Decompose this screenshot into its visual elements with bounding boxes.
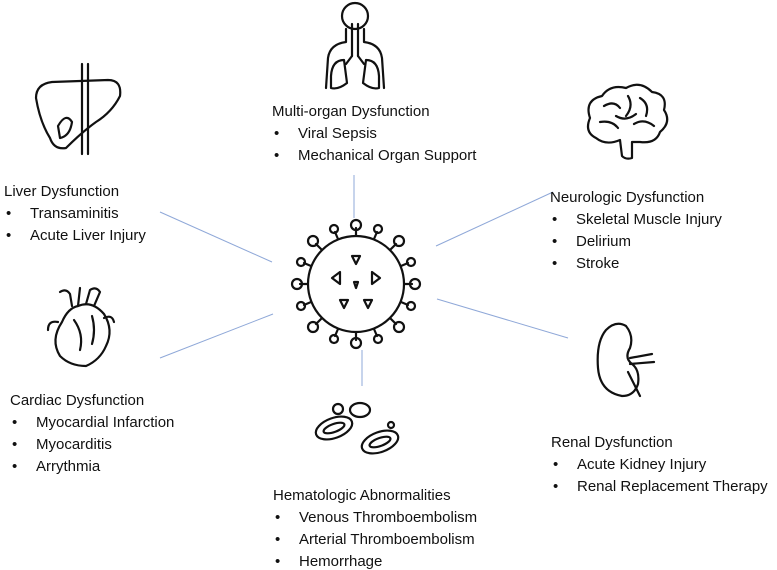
blood-cells-icon xyxy=(314,401,400,455)
hematologic-group: Hematologic Abnormalities Venous Thrombo… xyxy=(273,485,477,570)
list-item: Venous Thromboembolism xyxy=(273,507,477,529)
cardiac-group: Cardiac Dysfunction Myocardial Infarctio… xyxy=(10,390,174,478)
list-item: Myocarditis xyxy=(10,434,174,456)
renal-group: Renal Dysfunction Acute Kidney Injury Re… xyxy=(551,432,768,498)
connector-liver xyxy=(159,211,273,263)
renal-list: Acute Kidney Injury Renal Replacement Th… xyxy=(551,454,768,498)
list-item: Hemorrhage xyxy=(273,551,477,570)
virus-icon xyxy=(290,218,422,350)
list-item: Skeletal Muscle Injury xyxy=(550,209,722,231)
list-item: Transaminitis xyxy=(4,203,146,225)
multi-organ-title: Multi-organ Dysfunction xyxy=(272,103,430,120)
neurologic-list: Skeletal Muscle Injury Delirium Stroke xyxy=(550,209,722,275)
list-item: Arrythmia xyxy=(10,456,174,478)
multi-organ-group: Multi-organ Dysfunction Viral Sepsis Mec… xyxy=(272,101,476,167)
list-item: Stroke xyxy=(550,253,722,275)
list-item: Myocardial Infarction xyxy=(10,412,174,434)
brain-icon xyxy=(586,83,669,160)
neurologic-group: Neurologic Dysfunction Skeletal Muscle I… xyxy=(550,187,722,275)
list-item: Arterial Thromboembolism xyxy=(273,529,477,551)
cardiac-title: Cardiac Dysfunction xyxy=(10,392,145,409)
list-item: Viral Sepsis xyxy=(272,123,476,145)
list-item: Acute Liver Injury xyxy=(4,225,146,247)
connector-renal xyxy=(436,298,569,339)
connector-cardiac xyxy=(159,313,274,359)
renal-title: Renal Dysfunction xyxy=(551,434,673,451)
kidney-icon xyxy=(596,322,656,398)
list-item: Renal Replacement Therapy xyxy=(551,476,768,498)
liver-list: Transaminitis Acute Liver Injury xyxy=(4,203,146,247)
liver-title: Liver Dysfunction xyxy=(4,183,120,200)
liver-icon xyxy=(34,62,122,156)
hematologic-title: Hematologic Abnormalities xyxy=(273,487,451,504)
cardiac-list: Myocardial Infarction Myocarditis Arryth… xyxy=(10,412,174,478)
heart-icon xyxy=(46,286,116,368)
connector-neurologic xyxy=(435,191,554,247)
lungs-icon xyxy=(324,1,386,90)
neurologic-title: Neurologic Dysfunction xyxy=(550,189,705,206)
multi-organ-list: Viral Sepsis Mechanical Organ Support xyxy=(272,123,476,167)
liver-group: Liver Dysfunction Transaminitis Acute Li… xyxy=(4,181,146,247)
list-item: Delirium xyxy=(550,231,722,253)
list-item: Mechanical Organ Support xyxy=(272,145,476,167)
list-item: Acute Kidney Injury xyxy=(551,454,768,476)
hematologic-list: Venous Thromboembolism Arterial Thromboe… xyxy=(273,507,477,570)
